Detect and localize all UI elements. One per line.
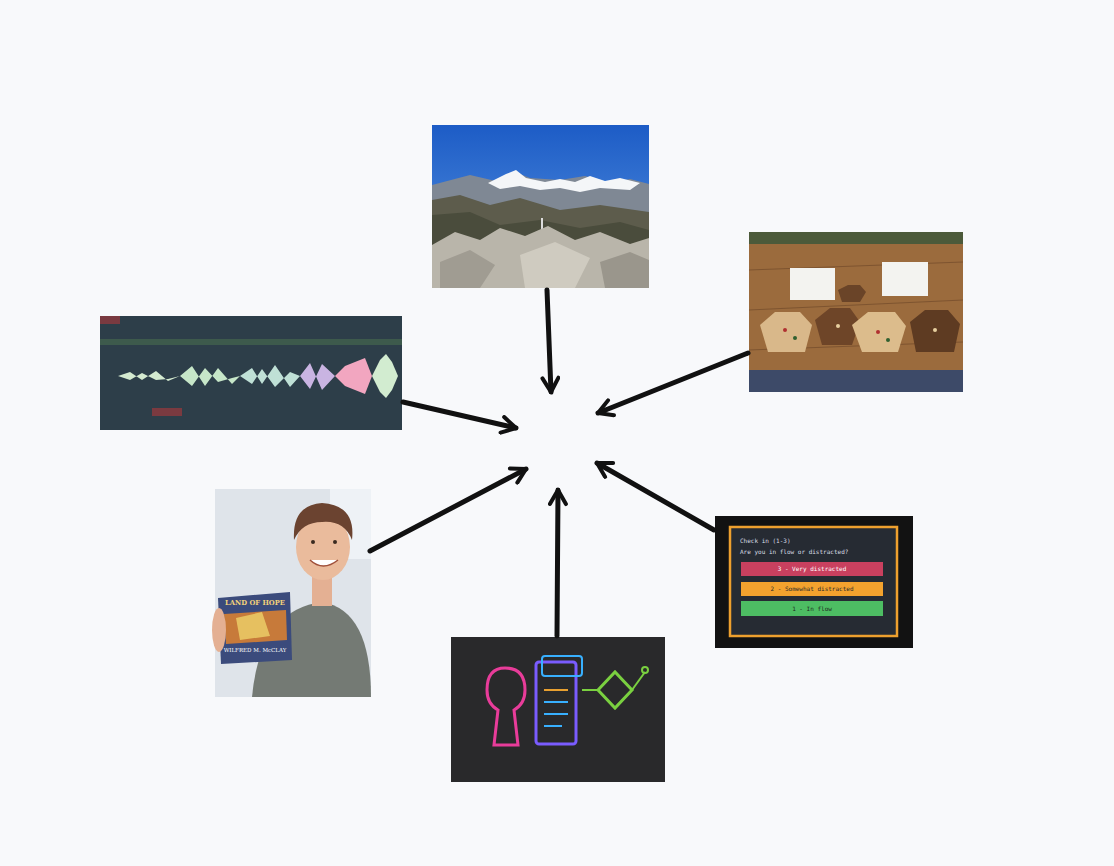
person-photo xyxy=(212,489,371,697)
board-game-photo xyxy=(749,232,963,392)
arrow xyxy=(403,402,516,428)
book-author: WILFRED M. McCLAY xyxy=(222,646,288,654)
checkin-screenshot xyxy=(715,516,913,648)
book-title: LAND OF HOPE xyxy=(224,599,286,608)
arrow xyxy=(557,490,558,636)
waveform-screenshot xyxy=(100,316,402,430)
arrow xyxy=(547,290,551,392)
arrows xyxy=(370,290,748,636)
neon-icon xyxy=(451,637,665,782)
arrow xyxy=(370,469,526,551)
screen-question: Are you in flow or distracted? xyxy=(740,548,848,556)
button-label: 3 - Very distracted xyxy=(741,562,883,576)
arrow xyxy=(597,463,714,530)
button-label: 1 - In flow xyxy=(741,601,883,616)
mountain-photo xyxy=(432,125,649,288)
screen-heading: Check in (1-3) xyxy=(740,537,791,545)
arrow xyxy=(598,353,748,413)
button-label: 2 - Somewhat distracted xyxy=(741,582,883,596)
